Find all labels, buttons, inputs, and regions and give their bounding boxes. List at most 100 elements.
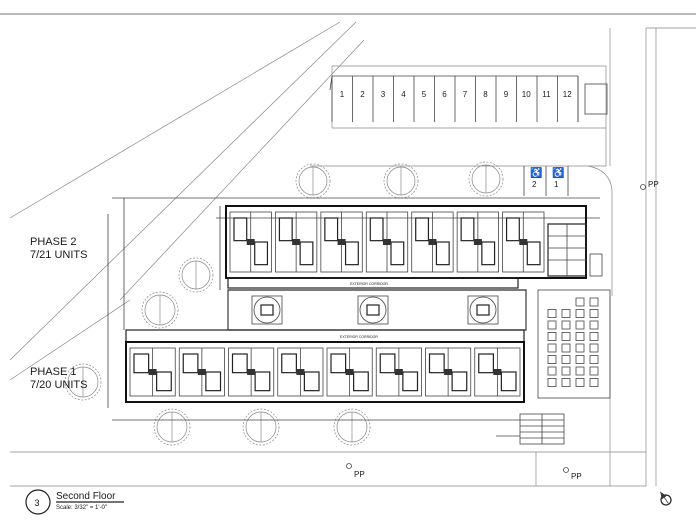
grid-cell [589, 297, 599, 307]
stall-number: 6 [442, 90, 447, 99]
stall-number: 1 [340, 90, 345, 99]
unit-room [379, 353, 396, 374]
unit-room [478, 353, 494, 374]
unit-fixture [296, 369, 305, 375]
unit-room [324, 217, 339, 242]
phase2-title: PHASE 2 [30, 236, 76, 248]
unit-room [205, 371, 222, 392]
grid-cell [589, 343, 599, 353]
tree [153, 408, 191, 446]
tree [242, 408, 280, 446]
unit-fixture [292, 239, 301, 245]
diagonal-lines [9, 21, 365, 381]
units-phase2 [229, 211, 545, 273]
unit-room [369, 217, 384, 242]
tree [333, 408, 371, 446]
unit-room [500, 371, 517, 392]
grid-cell [589, 320, 599, 330]
tree [295, 163, 331, 199]
unit-room [330, 353, 347, 374]
road-right [587, 27, 696, 486]
unit-room [460, 217, 475, 242]
grid-cell [547, 378, 557, 387]
phase1-units: 7/20 UNITS [30, 379, 87, 391]
grid-cell [561, 366, 571, 376]
unit-fixture [345, 369, 354, 375]
building [107, 197, 600, 421]
grid-cell [575, 297, 585, 307]
unit-room [278, 217, 293, 242]
unit-fixture [473, 239, 482, 245]
unit-room [231, 353, 248, 374]
accessible-icon: ♿ [530, 166, 542, 179]
pole-label: PP [354, 470, 365, 479]
roof-grid [537, 289, 611, 399]
grid-cell [575, 332, 585, 341]
grid-cell [589, 366, 599, 376]
tree [141, 291, 179, 329]
grid-cell [561, 355, 571, 364]
unit-room [156, 371, 172, 392]
unit-fixture [246, 239, 255, 245]
grid-cell [561, 320, 571, 330]
unit-fixture [493, 369, 502, 375]
stall-number: 3 [381, 90, 386, 99]
exterior-stair [496, 413, 565, 445]
utility-pole-2: PP [346, 463, 365, 479]
road-bottom [10, 451, 646, 487]
utility-pole-1: PP [640, 180, 659, 190]
unit-room [435, 241, 450, 266]
unit-room [505, 217, 520, 242]
grid-cell [561, 343, 571, 353]
unit-room [390, 241, 405, 266]
unit-fixture [428, 239, 437, 245]
stall-number: 2 [360, 90, 365, 99]
drawing-scale: Scale: 3/32" = 1'-0" [56, 505, 107, 511]
unit-fixture [394, 369, 403, 375]
grid-cell [547, 343, 557, 353]
unit-room [353, 371, 369, 392]
grid-cell [589, 309, 599, 318]
unit-room [451, 371, 468, 392]
pole-label: PP [571, 472, 582, 481]
grid-cell [561, 309, 571, 318]
grid-cell [547, 332, 557, 341]
drawing-title: Second Floor [56, 491, 116, 502]
tree [383, 163, 419, 199]
pole-icon [563, 467, 569, 473]
unit-room [415, 217, 430, 242]
unit-fixture [519, 239, 528, 245]
stall-number: 12 [563, 90, 572, 99]
grid-cell [561, 332, 571, 341]
grid-cell [575, 320, 585, 330]
trash-enclosure [584, 83, 608, 115]
unit-room [299, 241, 314, 266]
grid-cell [547, 355, 557, 364]
grid-cell [547, 366, 557, 376]
unit-room [402, 371, 419, 392]
pole-label: PP [648, 180, 659, 189]
drawing-number: 3 [35, 498, 40, 508]
stall-number: 9 [504, 90, 509, 99]
unit-room [133, 353, 150, 374]
unit-room [254, 371, 271, 392]
unit-room [481, 241, 496, 266]
grid-cell [575, 366, 585, 376]
corridor-label-lower: EXTERIOR CORRIDOR [340, 335, 378, 339]
accessible-icon: ♿ [552, 166, 564, 179]
unit-room [233, 217, 248, 242]
unit-fixture [148, 369, 157, 375]
stair-block [547, 223, 603, 277]
stall-number: 7 [463, 90, 468, 99]
unit-fixture [383, 239, 391, 245]
unit-room [344, 241, 359, 266]
unit-fixture [337, 239, 346, 245]
unit-room [526, 241, 541, 266]
unit-room [303, 371, 320, 392]
north-arrow-icon [659, 491, 672, 506]
tree [178, 257, 214, 293]
title-block: 3 Second Floor Scale: 3/32" = 1'-0" [25, 489, 124, 515]
utility-pole-3: PP [563, 467, 582, 481]
